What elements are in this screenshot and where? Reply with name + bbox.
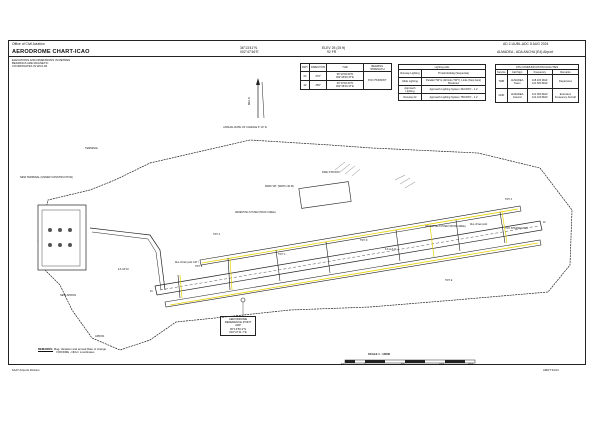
comm-cell: ALMADEA Tower <box>506 74 528 89</box>
aerodrome-name: ALMADEA - ADA ANCHA (E4) Airport <box>497 50 554 54</box>
remarks-text: Mag. Variation and annual Rate of change <box>53 347 107 351</box>
ats-comm-table: ATS COMMUNICATION FACILITIES Service Cal… <box>495 64 580 103</box>
arp-line: REFERENCE POINT <box>224 320 252 325</box>
aerodrome-frequency: 92 FR <box>327 50 337 54</box>
twy-d-label: TWY D <box>360 240 368 242</box>
scale-tick: 500 <box>401 364 405 366</box>
remarks-title: REMARKS: <box>38 347 54 351</box>
aerodrome-lat: 36°13'41"N <box>240 46 257 50</box>
chart-frame <box>8 40 586 365</box>
holding-point-label: Run-off taxi point <box>470 224 488 226</box>
arp-line: AERODROME <box>228 317 248 321</box>
aerodrome-elevation: ELEV 25 (25 ft) <box>322 46 346 50</box>
remarks-text: VOR/DME - NDH / coordinates <box>56 350 95 355</box>
twy-f-label: TWY F <box>505 199 513 201</box>
twy-c-label: TWY C <box>278 254 286 256</box>
ils-llz-label: ILS LLZ 22 <box>385 249 397 251</box>
twy-e-label: TWY E <box>445 280 453 282</box>
mag-variation-label: ANNUAL RATE OF CHANGE 5' 10" E <box>223 126 267 129</box>
units-note-line: ELEVATIONS AND DIMENSIONS IN METRES <box>12 58 71 62</box>
new-terminal-label: NEW TERMINAL (UNDER CONSTRUCTION) <box>20 176 74 179</box>
scale-tick: 500 <box>341 364 345 366</box>
holding-point-label: Run-off taxi point CAT I <box>175 262 199 264</box>
scale-label: SCALE 1 : 10000 <box>368 352 391 356</box>
central-apron <box>298 181 352 209</box>
units-note-line: COORDINATES IN WGS 84 <box>12 64 48 69</box>
comm-cell: 121.900 MHZ 121.100 MHZ <box>526 88 553 103</box>
twy-a-label: TWY A <box>213 234 221 236</box>
units-note-line: BEARINGS ARE MAGNETIC <box>12 61 49 66</box>
twy-b-label: TWY B <box>195 266 203 268</box>
lighting-cell: Approach Lighting System 750 RWY - 1.2 <box>420 93 487 101</box>
arp-line: 36°13'50.2"N <box>229 326 247 331</box>
north-taxiway <box>199 205 522 266</box>
new-apron-label: NEW APRON <box>60 294 76 297</box>
intersection-label: TWY INTERSECTION <box>505 228 528 230</box>
arresting-system-label: ARRESTING SYSTEM (HOOK CABLE) <box>235 212 276 214</box>
units-note: ELEVATIONS AND DIMENSIONS IN METRES BEAR… <box>12 58 71 69</box>
scale-tick: 0 <box>364 364 366 366</box>
rwy-designator-04: 04 <box>150 291 153 293</box>
scale-tick: 1500 <box>468 364 474 366</box>
footer-left: FAAT Airports Division <box>12 368 40 372</box>
aerodrome-lon: 002°47'46"E <box>240 50 259 54</box>
terminal-apron <box>37 204 87 271</box>
arp-line: ARP <box>235 323 241 328</box>
terminal-access-taxiway <box>89 227 166 291</box>
rwy-cell: PCN 75/F/B/X/T <box>362 71 393 90</box>
remarks: REMARKS: Mag. Variation and annual Rate … <box>38 347 107 355</box>
runway-table: RWY DIRECTION THR BEARING STRENGTH 04 07… <box>299 63 393 90</box>
chart-title: AERODROME CHART-ICAO <box>12 49 90 55</box>
footer-right: AMDT 52/24 <box>543 368 559 372</box>
apron-label: APRON <box>95 335 105 338</box>
header-right: AD 2-UUBL-ADC 8 AUG 2024 <box>503 42 549 46</box>
comm-cell: Extension Frequency Aircraft <box>551 88 580 103</box>
arresting-system-label: ARRESTING SYSTEM (HOOK CABLE) <box>425 226 466 228</box>
terminal-label: TERMINAL <box>85 147 99 150</box>
rwy-cell: 36°13'18.63"N 002°48'16.37"E <box>326 80 364 90</box>
park-label: PARK WT. (WDTH 40 M) <box>265 185 294 188</box>
arp-line: 002°47'11.7"E <box>229 329 247 334</box>
scale-tick: 1000 <box>439 364 445 366</box>
fire-station-label: FIRE STATION <box>322 171 340 174</box>
rwy-cell: 259° <box>309 80 328 90</box>
header-divider <box>8 56 586 57</box>
comm-cell: ALMADEA Ground <box>506 88 528 103</box>
rwy-designator-22: 22 <box>543 222 546 224</box>
header-left: Office of Civil Aviation <box>12 42 45 46</box>
ils-gp-label: ILS GP 04 <box>118 269 129 271</box>
arp-box: AERODROME REFERENCE POINT ARP 36°13'50.2… <box>220 316 256 337</box>
